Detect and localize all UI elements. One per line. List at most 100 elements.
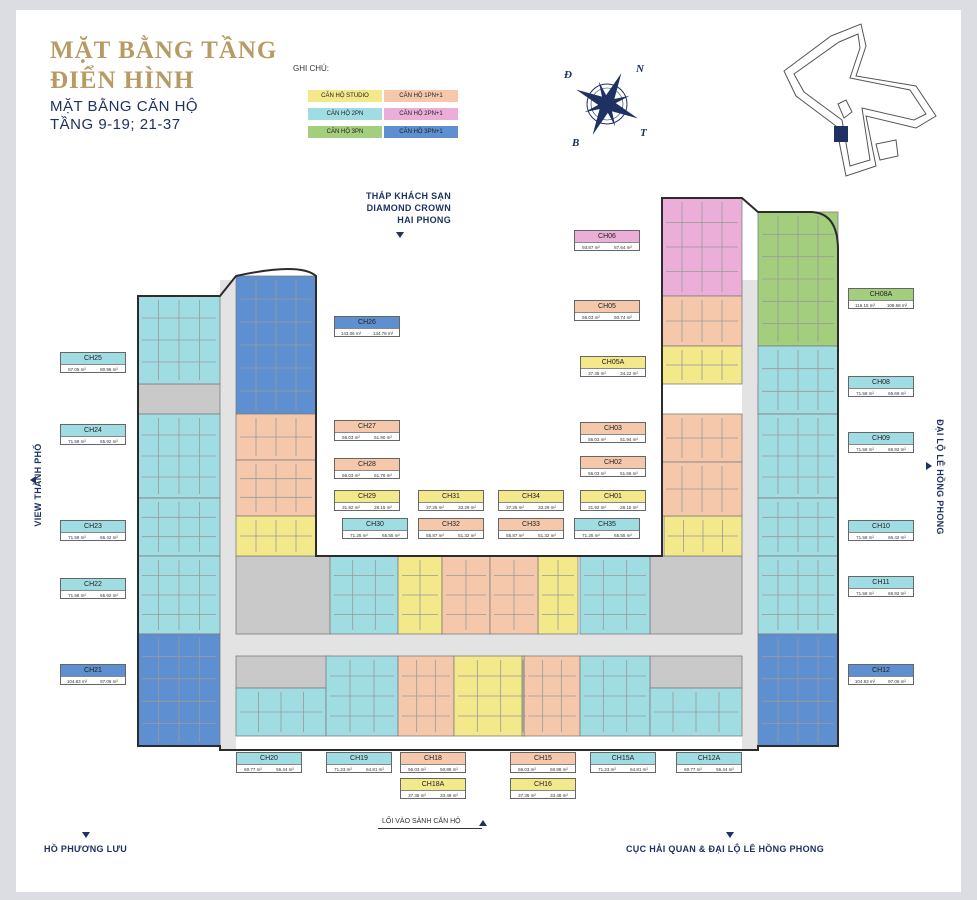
tower-marker — [834, 126, 848, 142]
core-right-upper — [649, 555, 743, 635]
unit-area-gross: 56.03 m² — [342, 435, 360, 440]
unit-area-gross: 56.03 m² — [588, 471, 606, 476]
unit-code: CH08 — [849, 377, 913, 389]
unit-area-gross: 37.35 m² — [518, 793, 536, 798]
unit-code: CH15A — [591, 753, 655, 765]
legend-1pn1: CĂN HỘ 1PN+1 — [384, 90, 458, 102]
unit-area-net: 33.48 m² — [550, 793, 568, 798]
arrow-down-icon — [82, 832, 90, 838]
unit-area-net: 97.06 m² — [888, 679, 906, 684]
direction-top-text: THÁP KHÁCH SẠN DIAMOND CROWN HAI PHONG — [365, 191, 451, 225]
unit-area-gross: 71.23 m² — [334, 767, 352, 772]
stair-left — [137, 383, 221, 415]
unit-area-net: 87.64 m² — [614, 245, 632, 250]
unit-area-gross: 87.05 m² — [68, 367, 86, 372]
arrow-right-icon — [926, 462, 932, 470]
unit-area-gross: 71.25 m² — [582, 533, 600, 538]
unit-code: CH32 — [419, 519, 483, 531]
compass-n: N — [635, 63, 645, 75]
unit-area-net: 51.78 m² — [374, 473, 392, 478]
unit-area-gross: 71.58 m² — [856, 591, 874, 596]
unit-area-net: 65.55 m² — [382, 533, 400, 538]
unit-code: CH26 — [335, 317, 399, 329]
legend-2pn1: CĂN HỘ 2PN+1 — [384, 108, 458, 120]
arrow-up-icon — [479, 820, 487, 826]
unit-code: CH11 — [849, 577, 913, 589]
unit-code: CH01 — [581, 491, 645, 503]
unit-code: CH18 — [401, 753, 465, 765]
unit-area-net: 66.42 m² — [888, 535, 906, 540]
unit-area-net: 65.92 m² — [888, 591, 906, 596]
unit-area-net: 51.32 m² — [458, 533, 476, 538]
unit-code: CH12A — [677, 753, 741, 765]
direction-bottom-left: HỒ PHƯƠNG LƯU — [44, 844, 128, 854]
arrow-down-icon — [396, 232, 404, 238]
unit-area-gross: 71.25 m² — [350, 533, 368, 538]
arrow-down-icon — [726, 832, 734, 838]
unit-area-gross: 104.83 m² — [66, 679, 88, 684]
unit-code: CH22 — [61, 579, 125, 591]
unit-code: CH29 — [335, 491, 399, 503]
unit-area-gross: 71.58 m² — [856, 391, 874, 396]
unit-area-gross: 56.03 m² — [408, 767, 426, 772]
unit-area-net: 66.42 m² — [100, 535, 118, 540]
unit-area-net: 108.68 m² — [886, 303, 908, 308]
unit-area-gross: 37.35 m² — [588, 371, 606, 376]
unit-code: CH35 — [575, 519, 639, 531]
direction-top: THÁP KHÁCH SẠN DIAMOND CROWN HAI PHONG — [325, 190, 451, 226]
compass-d: Đ — [563, 69, 572, 81]
compass-t: T — [640, 127, 648, 139]
unit-code: CH28 — [335, 459, 399, 471]
compass-rose-icon: N Đ T B — [563, 63, 648, 149]
unit-area-gross: 56.03 m² — [518, 767, 536, 772]
unit-area-gross: 31.92 m² — [588, 505, 606, 510]
site-key-map-icon — [783, 23, 937, 177]
unit-code: CH21 — [61, 665, 125, 677]
unit-area-net: 65.92 m² — [100, 439, 118, 444]
unit-area-net: 51.66 m² — [620, 471, 638, 476]
unit-area-net: 50.88 m² — [550, 767, 568, 772]
unit-area-gross: 37.25 m² — [426, 505, 444, 510]
unit-code: CH12 — [849, 665, 913, 677]
unit-areas: 71.25 m² 65.55 m² — [343, 531, 407, 540]
unit-label-ch08: CH08 71.58 m² 65.69 m² — [848, 376, 914, 397]
title-line-4: TẦNG 9-19; 21-37 — [50, 116, 181, 133]
unit-area-gross: 37.35 m² — [408, 793, 426, 798]
corridor-middle — [220, 634, 758, 656]
core-right-lower — [649, 655, 743, 689]
unit-area-net: 50.88 m² — [440, 767, 458, 772]
entrance-label: LỐI VÀO SẢNH CĂN HỘ — [382, 818, 461, 825]
unit-area-net: 28.15 m² — [374, 505, 392, 510]
unit-areas: 56.03 m² 51.66 m² — [581, 469, 645, 478]
unit-area-net: 65.69 m² — [888, 391, 906, 396]
